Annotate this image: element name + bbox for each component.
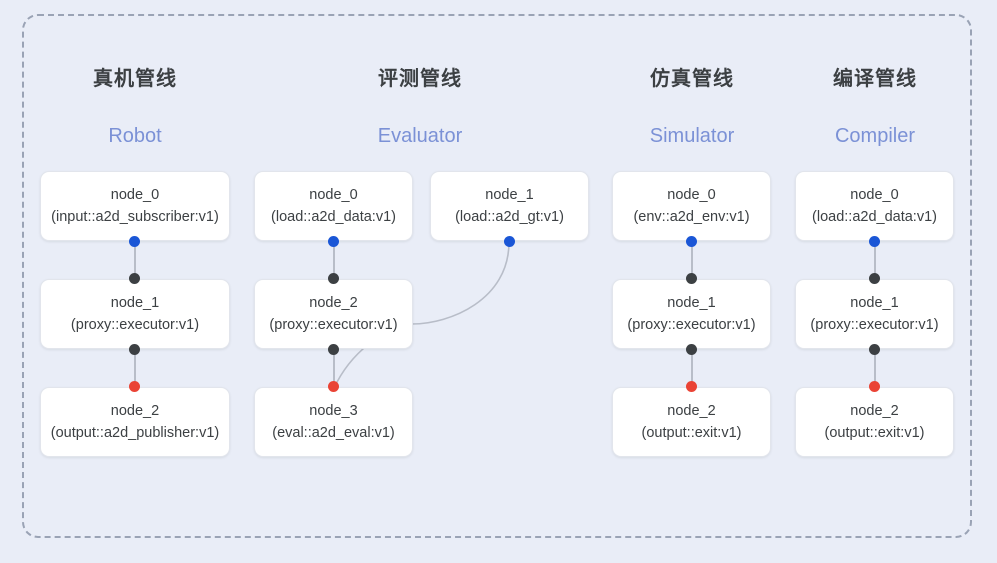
node-card[interactable]: node_3 (eval::a2d_eval:v1)	[254, 387, 413, 457]
port-dot-input-dark[interactable]	[869, 273, 880, 284]
edge-connector	[134, 241, 136, 279]
node-name: node_0	[110, 187, 160, 203]
node-card[interactable]: node_0 (env::a2d_env:v1)	[612, 171, 771, 241]
column-title-simulator: 仿真管线	[650, 68, 734, 90]
node-spec: (load::a2d_data:v1)	[271, 209, 396, 225]
node-spec: (proxy::executor:v1)	[269, 317, 398, 333]
node-card[interactable]: node_0 (load::a2d_data:v1)	[254, 171, 413, 241]
port-dot-input-dark[interactable]	[686, 273, 697, 284]
node-spec: (load::a2d_gt:v1)	[455, 209, 564, 225]
node-card[interactable]: node_0 (input::a2d_subscriber:v1)	[40, 171, 230, 241]
node-name: node_0	[309, 187, 358, 203]
column-subtitle-robot: Robot	[108, 125, 162, 147]
edge-connector	[691, 349, 693, 387]
node-spec: (output::exit:v1)	[824, 425, 925, 441]
port-dot-output-blue[interactable]	[504, 236, 515, 247]
node-name: node_1	[850, 295, 899, 311]
edge-connector	[333, 349, 335, 387]
node-spec: (output::exit:v1)	[641, 425, 742, 441]
node-spec: (proxy::executor:v1)	[627, 317, 756, 333]
port-dot-output-dark[interactable]	[129, 344, 140, 355]
node-spec: (load::a2d_data:v1)	[812, 209, 937, 225]
port-dot-input-dark[interactable]	[129, 273, 140, 284]
node-name: node_1	[667, 295, 716, 311]
port-dot-input-red[interactable]	[129, 381, 140, 392]
port-dot-output-dark[interactable]	[686, 344, 697, 355]
node-card[interactable]: node_2 (output::exit:v1)	[795, 387, 954, 457]
port-dot-output-blue[interactable]	[129, 236, 140, 247]
column-subtitle-evaluator: Evaluator	[377, 125, 463, 147]
node-name: node_2	[110, 403, 160, 419]
node-card[interactable]: node_2 (proxy::executor:v1)	[254, 279, 413, 349]
node-spec: (output::a2d_publisher:v1)	[50, 425, 220, 441]
node-card[interactable]: node_1 (proxy::executor:v1)	[40, 279, 230, 349]
node-card[interactable]: node_1 (load::a2d_gt:v1)	[430, 171, 589, 241]
column-subtitle-simulator: Simulator	[649, 125, 735, 147]
edge-connector	[874, 241, 876, 279]
edge-connector	[874, 349, 876, 387]
node-name: node_3	[309, 403, 358, 419]
node-name: node_2	[667, 403, 716, 419]
node-spec: (input::a2d_subscriber:v1)	[51, 209, 219, 225]
node-card[interactable]: node_1 (proxy::executor:v1)	[612, 279, 771, 349]
node-name: node_1	[110, 295, 160, 311]
column-subtitle-compiler: Compiler	[834, 125, 916, 147]
node-name: node_2	[850, 403, 899, 419]
node-spec: (proxy::executor:v1)	[70, 317, 200, 333]
port-dot-input-red[interactable]	[869, 381, 880, 392]
port-dot-output-dark[interactable]	[328, 344, 339, 355]
port-dot-input-red[interactable]	[686, 381, 697, 392]
column-title-robot: 真机管线	[93, 68, 177, 90]
port-dot-output-dark[interactable]	[869, 344, 880, 355]
dashed-boundary-frame	[22, 14, 972, 538]
node-card[interactable]: node_2 (output::a2d_publisher:v1)	[40, 387, 230, 457]
edge-connector	[691, 241, 693, 279]
edge-connector	[333, 241, 335, 279]
node-spec: (proxy::executor:v1)	[810, 317, 939, 333]
column-title-evaluator: 评测管线	[378, 68, 462, 90]
node-card[interactable]: node_2 (output::exit:v1)	[612, 387, 771, 457]
node-name: node_0	[850, 187, 899, 203]
port-dot-output-blue[interactable]	[686, 236, 697, 247]
port-dot-output-blue[interactable]	[328, 236, 339, 247]
node-card[interactable]: node_0 (load::a2d_data:v1)	[795, 171, 954, 241]
port-dot-input-red[interactable]	[328, 381, 339, 392]
node-card[interactable]: node_1 (proxy::executor:v1)	[795, 279, 954, 349]
port-dot-output-blue[interactable]	[869, 236, 880, 247]
node-name: node_1	[485, 187, 534, 203]
node-spec: (env::a2d_env:v1)	[633, 209, 750, 225]
node-spec: (eval::a2d_eval:v1)	[272, 425, 395, 441]
node-name: node_2	[309, 295, 358, 311]
port-dot-input-dark[interactable]	[328, 273, 339, 284]
edge-connector	[134, 349, 136, 387]
column-title-compiler: 编译管线	[833, 68, 917, 90]
node-name: node_0	[667, 187, 716, 203]
